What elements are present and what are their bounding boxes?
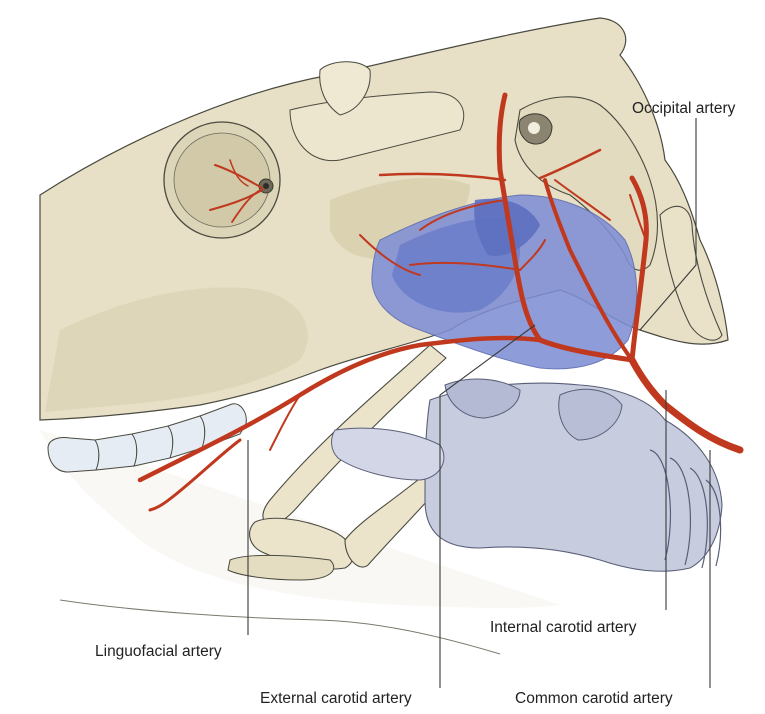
linguofacial-artery-vessel <box>137 335 543 483</box>
label-external-carotid-artery: External carotid artery <box>260 690 412 707</box>
leader-occipital <box>639 118 697 331</box>
common-carotid-artery-vessel <box>628 356 744 454</box>
external-carotid-artery-vessel <box>496 92 635 363</box>
labels: Occipital artery Internal carotid artery… <box>95 100 736 707</box>
label-common-carotid-artery: Common carotid artery <box>515 690 673 707</box>
leader-lines <box>247 118 711 688</box>
teeth <box>47 403 247 473</box>
arteries <box>137 92 744 512</box>
label-linguofacial-artery: Linguofacial artery <box>95 643 222 660</box>
leader-external-carotid <box>439 324 536 688</box>
guttural-pouch <box>371 194 638 370</box>
head-outline <box>40 430 560 655</box>
larynx-trachea <box>331 378 723 572</box>
internal-carotid-artery-vessel <box>543 178 634 362</box>
label-internal-carotid-artery: Internal carotid artery <box>490 619 637 636</box>
label-occipital-artery: Occipital artery <box>632 100 736 117</box>
